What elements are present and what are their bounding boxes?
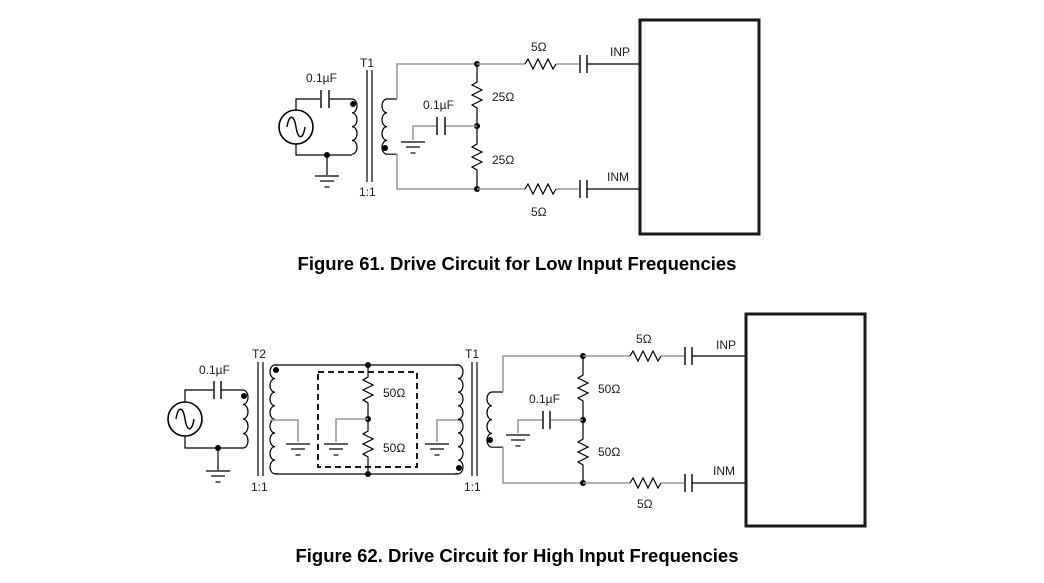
wire bbox=[412, 125, 437, 140]
ground-icon bbox=[314, 175, 340, 188]
polarity-dot-icon bbox=[350, 101, 356, 107]
junction-node bbox=[365, 362, 371, 368]
turns-ratio-label: 1:1 bbox=[359, 185, 376, 199]
pin-label-inm: INM bbox=[607, 170, 629, 184]
wire bbox=[335, 418, 368, 442]
figure-caption: Figure 62. Drive Circuit for High Input … bbox=[295, 545, 738, 566]
resistor-icon bbox=[576, 356, 590, 420]
junction-node bbox=[365, 471, 371, 477]
ground-icon bbox=[424, 443, 450, 456]
resistor-label: 5Ω bbox=[531, 40, 547, 54]
resistor-icon bbox=[470, 64, 484, 126]
wire bbox=[396, 154, 477, 190]
resistor-icon bbox=[629, 349, 662, 363]
capacitor-label: 0.1µF bbox=[529, 392, 560, 406]
wire bbox=[436, 419, 463, 442]
resistor-icon bbox=[470, 126, 484, 189]
pin-label-inp: INP bbox=[716, 338, 736, 352]
inductor-coil-icon bbox=[381, 98, 397, 155]
resistor-icon bbox=[524, 57, 557, 71]
transformer-label: T2 bbox=[252, 347, 266, 361]
transformer-label: T1 bbox=[360, 56, 374, 70]
resistor-label: 25Ω bbox=[492, 90, 514, 104]
ac-source-icon bbox=[278, 109, 314, 145]
inductor-coil-icon bbox=[351, 98, 358, 155]
adc-block bbox=[638, 18, 761, 236]
wire bbox=[184, 389, 213, 402]
polarity-dot-icon bbox=[487, 437, 493, 443]
capacitor-label: 0.1µF bbox=[423, 98, 454, 112]
ground-icon bbox=[285, 443, 311, 456]
capacitor-icon bbox=[579, 55, 588, 73]
figure-caption: Figure 61. Drive Circuit for Low Input F… bbox=[298, 253, 737, 274]
resistor-label: 50Ω bbox=[598, 382, 620, 396]
resistor-label: 50Ω bbox=[383, 441, 405, 455]
wire bbox=[502, 355, 583, 392]
resistor-label: 50Ω bbox=[598, 445, 620, 459]
ground-icon bbox=[323, 443, 349, 456]
polarity-dot-icon bbox=[241, 393, 247, 399]
capacitor-icon bbox=[542, 411, 551, 429]
capacitor-label: 0.1µF bbox=[306, 71, 337, 85]
inductor-coil-icon bbox=[486, 391, 503, 448]
wire bbox=[184, 436, 243, 449]
resistor-icon bbox=[361, 365, 375, 419]
wire bbox=[502, 447, 583, 484]
resistor-label: 50Ω bbox=[383, 386, 405, 400]
polarity-dot-icon bbox=[382, 145, 388, 151]
ground-icon bbox=[400, 141, 426, 154]
resistor-label: 5Ω bbox=[637, 497, 653, 511]
resistor-label: 25Ω bbox=[492, 153, 514, 167]
resistor-icon bbox=[576, 420, 590, 483]
turns-ratio-label: 1:1 bbox=[251, 480, 268, 494]
transformer-label: T1 bbox=[465, 347, 479, 361]
pin-label-inp: INP bbox=[610, 45, 630, 59]
wire bbox=[396, 63, 477, 99]
ground-icon bbox=[205, 470, 231, 483]
capacitor-icon bbox=[579, 180, 588, 198]
inductor-coil-icon bbox=[455, 364, 464, 475]
capacitor-icon bbox=[436, 117, 446, 135]
polarity-dot-icon bbox=[273, 367, 279, 373]
wire bbox=[295, 144, 352, 156]
figure-61: T1 1:1 25Ω 25Ω 0.1µF 5Ω bbox=[278, 18, 761, 274]
wire bbox=[517, 419, 543, 433]
ground-icon bbox=[505, 434, 531, 447]
resistor-icon bbox=[629, 476, 662, 490]
polarity-dot-icon bbox=[456, 465, 462, 471]
wire bbox=[295, 98, 320, 110]
adc-block bbox=[744, 312, 867, 528]
capacitor-icon bbox=[684, 474, 693, 492]
resistor-label: 5Ω bbox=[531, 205, 547, 219]
capacitor-label: 0.1µF bbox=[199, 363, 230, 377]
pin-label-inm: INM bbox=[713, 464, 735, 478]
resistor-label: 5Ω bbox=[636, 332, 652, 346]
resistor-icon bbox=[361, 419, 375, 474]
capacitor-icon bbox=[320, 90, 330, 108]
resistor-icon bbox=[524, 182, 557, 196]
turns-ratio-label: 1:1 bbox=[464, 480, 481, 494]
wire bbox=[270, 419, 299, 442]
capacitor-icon bbox=[684, 347, 693, 365]
inductor-coil-icon bbox=[242, 389, 249, 449]
capacitor-icon bbox=[213, 381, 222, 399]
ac-source-icon bbox=[167, 401, 203, 437]
figure-62: 0.1µF T2 1:1 50Ω 50Ω bbox=[167, 312, 867, 566]
